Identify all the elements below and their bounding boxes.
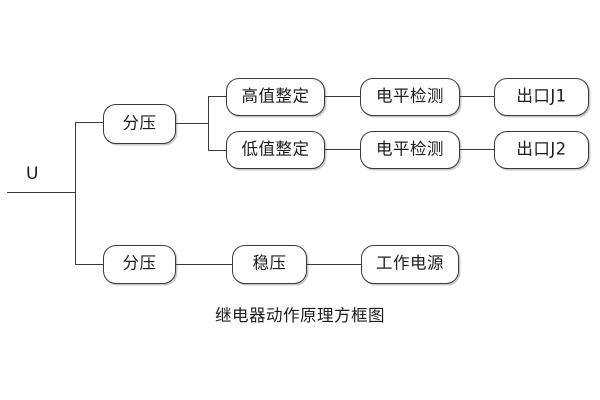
trunk-to-divider-top-line — [75, 122, 104, 123]
node-divider-top[interactable]: 分压 — [103, 104, 176, 144]
node-high-set-label: 高值整定 — [241, 86, 310, 106]
node-regulator[interactable]: 稳压 — [232, 245, 307, 284]
node-low-set[interactable]: 低值整定 — [226, 131, 325, 169]
node-high-set[interactable]: 高值整定 — [226, 78, 325, 116]
node-output-j1-label: 出口J1 — [516, 86, 567, 106]
trunk-to-divider-bottom-line — [75, 264, 104, 265]
node-level-detect-1[interactable]: 电平检测 — [360, 78, 460, 116]
diagram-caption: 继电器动作原理方框图 — [215, 306, 385, 325]
node-divider-bottom[interactable]: 分压 — [103, 245, 176, 284]
high-set-to-level-detect-1-line — [325, 96, 361, 97]
node-working-supply-label: 工作电源 — [376, 253, 444, 273]
split-bus-vertical-line — [208, 96, 209, 151]
node-output-j2[interactable]: 出口J2 — [494, 131, 589, 169]
node-level-detect-1-label: 电平检测 — [376, 86, 444, 106]
input-voltage-label: U — [26, 164, 39, 184]
node-divider-top-label: 分压 — [122, 113, 157, 133]
divider-bottom-to-regulator-line — [176, 264, 233, 265]
input-lead-line — [7, 192, 76, 193]
node-level-detect-2[interactable]: 电平检测 — [360, 131, 460, 169]
node-working-supply[interactable]: 工作电源 — [361, 245, 459, 284]
node-output-j2-label: 出口J2 — [516, 139, 567, 159]
node-output-j1[interactable]: 出口J1 — [494, 78, 589, 116]
level-detect-2-to-output-j2-line — [460, 149, 495, 150]
split-to-low-set-line — [208, 150, 227, 151]
trunk-vertical-line — [75, 122, 76, 265]
regulator-to-working-supply-line — [307, 264, 362, 265]
node-level-detect-2-label: 电平检测 — [376, 139, 444, 159]
node-divider-bottom-label: 分压 — [122, 253, 157, 273]
node-regulator-label: 稳压 — [252, 253, 287, 273]
low-set-to-level-detect-2-line — [325, 149, 361, 150]
divider-top-to-split-line — [176, 123, 209, 124]
level-detect-1-to-output-j1-line — [460, 96, 495, 97]
node-low-set-label: 低值整定 — [241, 139, 310, 159]
split-to-high-set-line — [208, 96, 227, 97]
